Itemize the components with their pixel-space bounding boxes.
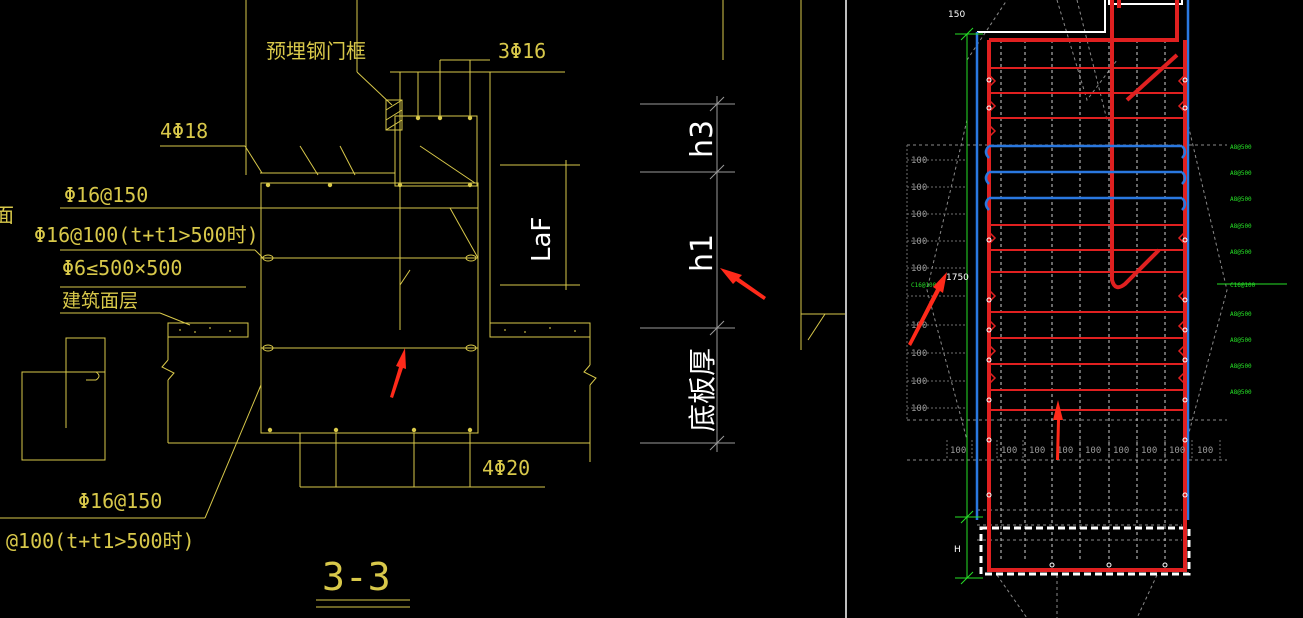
rebar-label-a: A8@500 [1230,389,1252,396]
grid-col-label: 100 [1085,446,1101,456]
bottom-dist-1-label: Φ16@150 [78,489,162,513]
rebar-label-a: A8@500 [1230,249,1252,256]
arrow-up-icon [1053,400,1063,460]
grid-row-label: 100 [911,349,927,359]
rebar-label-c-left: C16@100 [911,282,937,289]
grid-col-label: 100 [1113,446,1129,456]
side-bars-label: 4Φ18 [160,119,208,143]
arrow-left-icon [720,268,766,300]
arrow-up-right-icon [908,272,947,346]
arrow-up-icon [390,348,406,398]
dim-h1: h1 [685,234,720,272]
dim-mid-1750: 1750 [946,273,969,283]
rebar-a-labels: A8@500 A8@500 A8@500 A8@500 A8@500 A8@50… [1230,144,1252,396]
rebar-label-c-right: C16@100 [1230,282,1256,289]
grid-row-label: 100 [911,404,927,414]
grid-row-label: 100 [911,237,927,247]
rebar-label-a: A8@500 [1230,363,1252,370]
right-viewport[interactable]: 150 1750 H C16@100 C16@100 A8@500 A8@500… [847,0,1303,618]
bottom-dist-2-label: @100(t+t1>500时) [6,529,195,553]
tie-bar-label: Φ6≤500×500 [62,256,182,280]
embed-frame-label: 预埋钢门框 [266,39,366,63]
rebar-label-a: A8@500 [1230,337,1252,344]
grid-col-label: 100 [950,446,966,456]
annotation-arrows-right [908,272,1063,460]
grid-col-labels: 100 100 100 100 100 100 100 100 100 [950,446,1213,456]
dim-top-150: 150 [948,10,965,20]
grid-row-label: 100 [911,183,927,193]
section-title: 3-3 [322,555,391,599]
dim-laf: LaF [527,217,557,262]
grid-row-label: 100 [911,156,927,166]
edge-char-label: 面 [0,203,14,227]
annotation-arrows-left [390,268,766,398]
rebar-label-a: A8@500 [1230,170,1252,177]
rebar-label-a: A8@500 [1230,311,1252,318]
grid-row-label: 100 [911,210,927,220]
dist-bar-1-label: Φ16@150 [64,183,148,207]
dim-bottom-h: H [954,545,961,555]
viewport-divider[interactable] [845,0,847,618]
grid-col-label: 100 [1001,446,1017,456]
grid-col-label: 100 [1057,446,1073,456]
dim-slab-thickness: 底板厚 [686,348,719,432]
rebar-label-a: A8@500 [1230,223,1252,230]
grid-row-label: 100 [911,377,927,387]
rebar-section-dots [986,77,1188,568]
grid-col-label: 100 [1169,446,1185,456]
grid-col-label: 100 [1141,446,1157,456]
left-viewport[interactable]: 预埋钢门框 3Φ16 4Φ18 Φ16@150 Φ16@100(t+t1>500… [0,0,845,618]
top-bars-label: 3Φ16 [498,39,546,63]
rebar-label-a: A8@500 [1230,196,1252,203]
grid-row-label: 100 [911,264,927,274]
dim-h3: h3 [685,120,720,158]
rebar-label-a: A8@500 [1230,144,1252,151]
dist-bar-2-label: Φ16@100(t+t1>500时) [34,223,259,247]
rebar-3d-drawing[interactable]: 150 1750 H C16@100 C16@100 A8@500 A8@500… [847,0,1303,618]
finish-layer-label: 建筑面层 [62,290,138,312]
bottom-bars-label: 4Φ20 [482,456,530,480]
grid-col-label: 100 [1029,446,1045,456]
section-3-3-drawing[interactable]: 预埋钢门框 3Φ16 4Φ18 Φ16@150 Φ16@100(t+t1>500… [0,0,845,618]
grid-col-label: 100 [1197,446,1213,456]
